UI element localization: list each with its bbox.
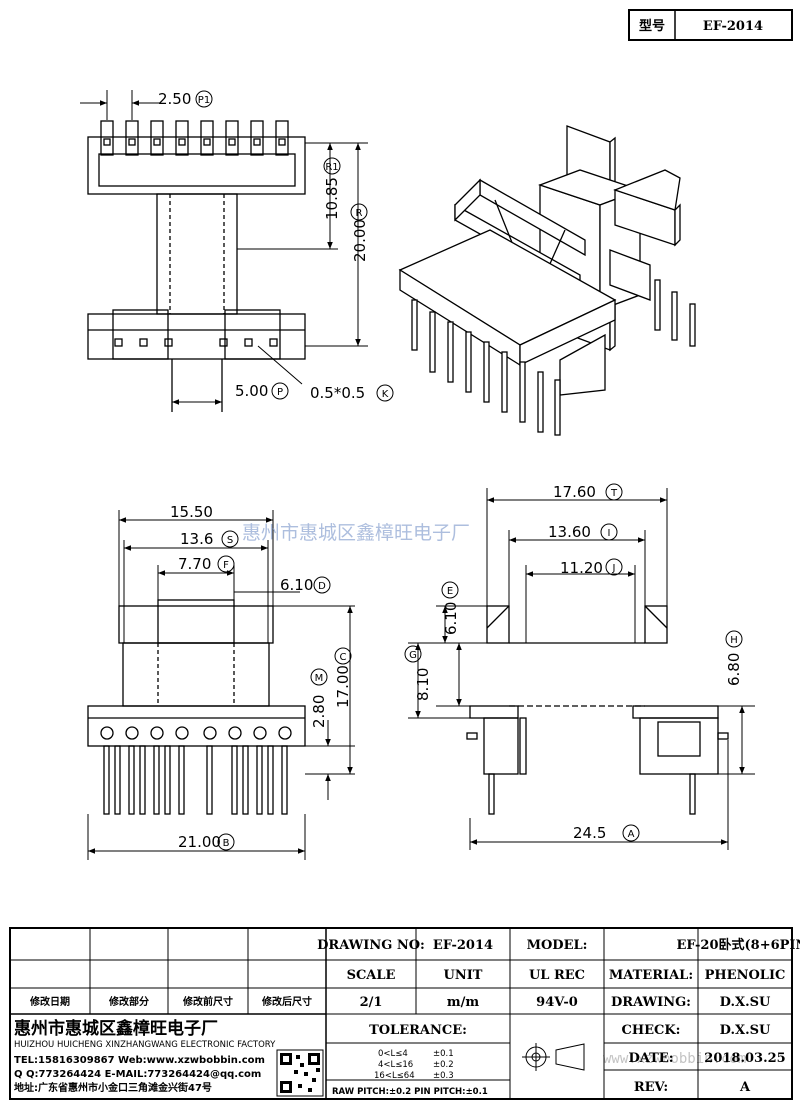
dim-c: 17.00	[334, 665, 352, 708]
dim-j-tag: J	[612, 563, 616, 574]
side-view-dims	[408, 488, 755, 850]
tolerance-value-3: ±0.3	[433, 1071, 454, 1081]
rev-value: A	[739, 1080, 751, 1095]
bottom-pins	[114, 338, 278, 347]
date-value: 2018.03.25	[704, 1051, 785, 1066]
dim-bb: 21.00	[178, 833, 221, 851]
tolerance-range-2: 4<L≤16	[378, 1060, 413, 1070]
tolerance-range-1: 0<L≤4	[378, 1049, 408, 1059]
ul-label: UL REC	[529, 968, 585, 983]
company-name-en: HUIZHOU HUICHENG XINZHANGWANG ELECTRONIC…	[14, 1040, 276, 1050]
dim-p1: 2.50	[158, 90, 191, 108]
dim-t: 17.60	[553, 483, 596, 501]
top-pins	[100, 120, 289, 156]
watermark-company: 惠州市惠城区鑫樟旺电子厂	[242, 522, 470, 544]
title-block-text: DRAWING NO: EF-2014 MODEL: EF-20卧式(8+6PI…	[14, 937, 800, 1097]
dim-f: 7.70	[178, 555, 211, 573]
rev-header-before: 修改前尺寸	[182, 995, 233, 1008]
company-tel: TEL:15816309867 Web:www.xzwbobbin.com	[14, 1055, 265, 1066]
front-view-pins	[103, 745, 288, 815]
scale-value: 2/1	[360, 995, 383, 1010]
dim-j: 11.20	[560, 559, 603, 577]
dim-a-tag: A	[628, 829, 635, 840]
model-value-tb: EF-20卧式(8+6PIN)	[676, 937, 800, 953]
rev-header-date: 修改日期	[29, 995, 70, 1008]
unit-value: m/m	[447, 995, 480, 1010]
front-view-dims	[87, 510, 355, 860]
ul-value: 94V-0	[536, 995, 578, 1010]
model-value: EF-2014	[703, 19, 763, 34]
side-view	[466, 605, 729, 815]
tolerance-value-1: ±0.1	[433, 1049, 454, 1059]
dim-e: 6.10	[442, 602, 460, 635]
isometric-view	[398, 125, 696, 436]
dim-h-tag: H	[730, 635, 738, 646]
dim-r1: 10.85	[323, 177, 341, 220]
check-value: D.X.SU	[720, 1023, 771, 1038]
dim-p-tag: P	[277, 387, 283, 398]
company-address: 地址:广东省惠州市小金口三角滩金兴街47号	[14, 1081, 212, 1094]
dim-r1-tag: R1	[325, 162, 338, 173]
rev-label: REV:	[634, 1080, 668, 1095]
dim-d: 6.10	[280, 576, 313, 594]
dim-e-tag: E	[447, 586, 453, 597]
top-view-dim-text: 2.50 P1 10.85 R1 20.00 R 5.00 P 0.5*0.5 …	[158, 90, 394, 402]
projection-symbol-icon	[522, 1043, 585, 1071]
dim-f-tag: F	[223, 560, 229, 571]
drawing-value: D.X.SU	[720, 995, 771, 1010]
drawing-no-label: DRAWING NO:	[317, 938, 425, 953]
rev-header-part: 修改部分	[108, 995, 149, 1008]
dim-b: 15.50	[170, 503, 213, 521]
dim-bb-tag: B	[223, 838, 230, 849]
tolerance-value-2: ±0.2	[433, 1060, 454, 1070]
dim-c-tag: C	[340, 652, 347, 663]
dim-s: 13.6	[180, 530, 213, 548]
rev-header-after: 修改后尺寸	[261, 995, 312, 1008]
dim-m: 2.80	[310, 695, 328, 728]
watermark-site: www.xzwbobbin.com	[603, 1051, 746, 1067]
front-view-pin-circles	[100, 726, 292, 740]
company-name-cn: 惠州市惠城区鑫樟旺电子厂	[14, 1018, 218, 1039]
side-view-dim-text: 17.60 T 13.60 I 11.20 J 6.10 E 8.10 G 6.…	[404, 483, 743, 842]
dim-p: 5.00	[235, 382, 268, 400]
iso-pins	[411, 279, 696, 436]
scale-label: SCALE	[347, 968, 396, 983]
dim-p1-tag: P1	[198, 95, 210, 106]
front-view-dim-text: 15.50 13.6 S 7.70 F 6.10 D 2.80 M 17.00 …	[170, 503, 352, 851]
dim-k: 0.5*0.5	[310, 384, 365, 402]
date-label: DATE:	[628, 1051, 673, 1066]
tolerance-label: TOLERANCE:	[369, 1023, 467, 1038]
dim-i: 13.60	[548, 523, 591, 541]
dim-r: 20.00	[351, 219, 369, 262]
unit-label: UNIT	[444, 968, 483, 983]
top-view	[87, 120, 306, 412]
dim-i-tag: I	[608, 528, 611, 539]
title-block	[9, 927, 793, 1100]
dim-a: 24.5	[573, 824, 606, 842]
drawing-label: DRAWING:	[611, 995, 691, 1010]
pitch-note: RAW PITCH:±0.2 PIN PITCH:±0.1	[332, 1087, 488, 1097]
model-header: 型号 EF-2014	[628, 9, 793, 41]
material-value: PHENOLIC	[705, 968, 786, 983]
dim-s-tag: S	[227, 535, 233, 546]
dim-t-tag: T	[610, 488, 618, 499]
model-label: 型号	[639, 18, 665, 34]
dim-r-tag: R	[356, 208, 363, 219]
tolerance-range-3: 16<L≤64	[374, 1071, 415, 1081]
check-label: CHECK:	[622, 1023, 681, 1038]
dim-k-tag: K	[382, 389, 389, 400]
model-label-tb: MODEL:	[527, 938, 588, 953]
material-label: MATERIAL:	[609, 968, 693, 983]
dim-d-tag: D	[318, 581, 326, 592]
dim-h: 6.80	[725, 653, 743, 686]
dim-g: 8.10	[414, 668, 432, 701]
drawing-no-value: EF-2014	[433, 938, 493, 953]
dim-g-tag: G	[409, 650, 417, 661]
company-qq: Q Q:773264424 E-MAIL:773264424@qq.com	[14, 1069, 261, 1080]
front-view	[87, 599, 306, 815]
qr-code-icon	[276, 1049, 324, 1097]
top-view-dims	[80, 90, 368, 405]
dim-m-tag: M	[315, 673, 324, 684]
